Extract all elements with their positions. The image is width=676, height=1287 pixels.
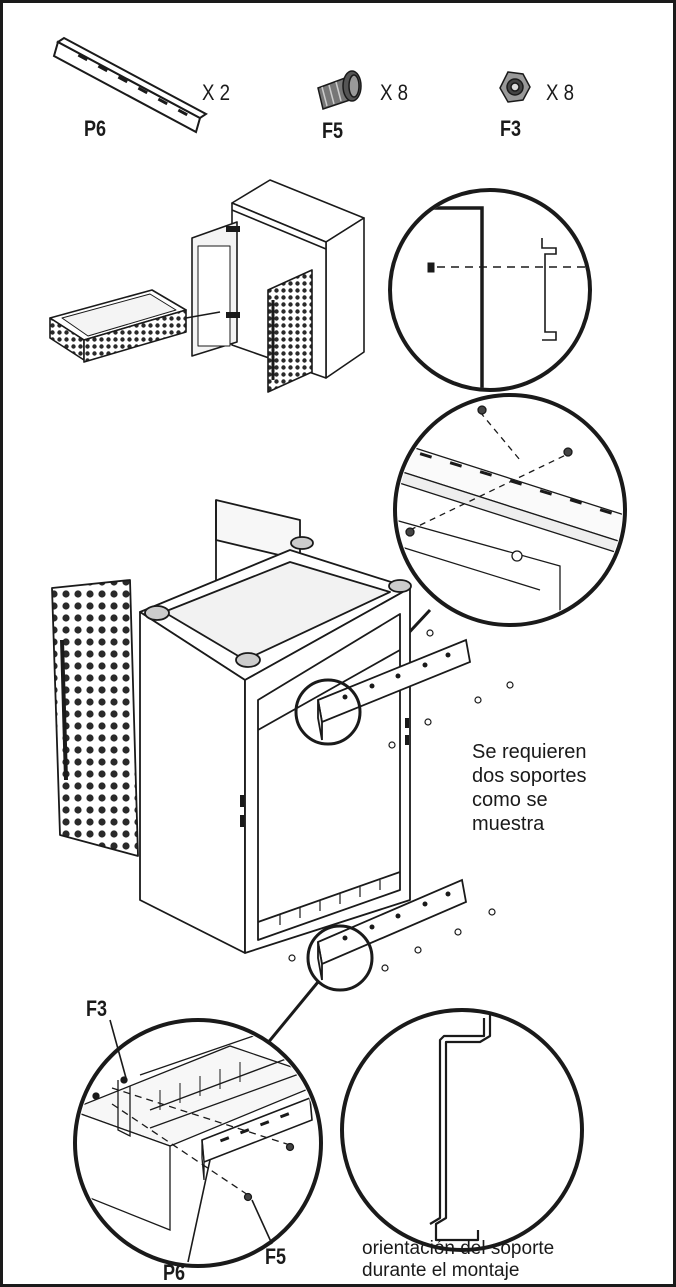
two-brackets-note-line: muestra: [472, 813, 545, 835]
upper-bracket-rail: [316, 629, 514, 749]
callout-label-f3: F3: [86, 996, 108, 1021]
top-cabinet-drawing: [49, 179, 365, 393]
detail-circle-middle: [333, 393, 627, 714]
callout-label-p6: P6: [163, 1260, 186, 1285]
detail-circle-orientation: [340, 1008, 584, 1252]
two-brackets-note-line: como se: [472, 789, 548, 811]
callout-label-f5: F5: [265, 1244, 287, 1269]
two-brackets-note-line: dos soportes: [472, 765, 587, 787]
detail-circle-bottom-left: [73, 1018, 323, 1268]
detail-circle-top: [388, 188, 592, 392]
part-quantity-p6: X 2: [202, 80, 231, 105]
orientation-note: orientación del soporte durante el monta…: [362, 1238, 662, 1282]
orientation-note-line: orientación del soporte: [362, 1238, 555, 1259]
bracket-rail-icon: [52, 36, 208, 134]
part-label-p6: P6: [84, 116, 107, 141]
leader-line-lower: [260, 981, 320, 1051]
part-quantity-f5: X 8: [380, 80, 409, 105]
callout-ring-upper: [294, 678, 362, 746]
part-quantity-f3: X 8: [546, 80, 575, 105]
orientation-note-line: durante el montaje: [362, 1260, 520, 1281]
bolt-icon: [317, 70, 362, 110]
lower-bracket-rail: [288, 878, 496, 981]
part-label-f3: F3: [500, 116, 522, 141]
part-label-f5: F5: [322, 118, 344, 143]
two-brackets-note-line: Se requieren: [472, 741, 587, 763]
nut-icon: [499, 71, 531, 103]
callout-ring-lower: [306, 924, 374, 992]
two-brackets-note: Se requieren dos soportes como se muestr…: [472, 740, 662, 836]
